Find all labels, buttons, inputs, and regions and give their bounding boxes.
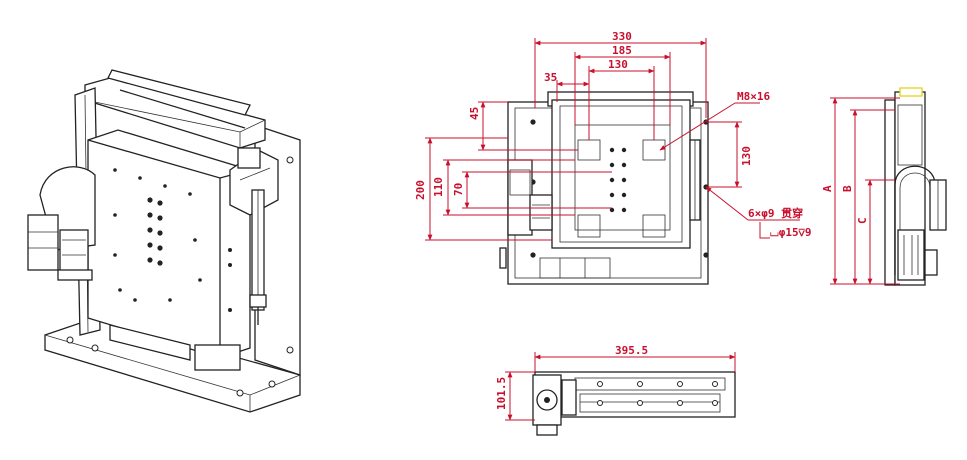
front-dimensions: 330 185 130 35 45 200	[414, 30, 812, 241]
dim-holes-line1: 6×φ9 贯穿	[748, 206, 803, 220]
cylinder-assembly	[229, 147, 279, 325]
dim-70: 70	[452, 183, 465, 196]
dim-c: C	[856, 217, 869, 224]
dim-a: A	[821, 185, 834, 192]
isometric-view	[27, 69, 301, 413]
dim-101-5: 101.5	[495, 377, 508, 410]
dim-130-right: 130	[740, 146, 753, 166]
motor-assembly	[27, 166, 96, 281]
side-view: A B C	[821, 87, 947, 286]
dim-130-top: 130	[608, 58, 628, 71]
dim-395-5: 395.5	[615, 344, 648, 357]
dim-330: 330	[612, 30, 632, 43]
dim-thread-m8x16: M8×16	[737, 90, 770, 103]
side-dimensions: A B C	[821, 97, 900, 285]
front-view: 330 185 130 35 45 200	[414, 30, 812, 285]
dim-35: 35	[544, 71, 557, 84]
plate-hole-pattern	[113, 168, 232, 312]
top-view: 395.5 101.5	[495, 344, 736, 436]
top-dimensions: 395.5 101.5	[495, 344, 736, 421]
dim-200: 200	[414, 180, 427, 200]
dim-b: B	[841, 185, 854, 192]
dim-110: 110	[432, 177, 445, 197]
dim-185: 185	[612, 44, 632, 57]
dim-45: 45	[468, 107, 481, 120]
dim-holes-line2: ⌴φ15⊽9	[770, 226, 812, 239]
